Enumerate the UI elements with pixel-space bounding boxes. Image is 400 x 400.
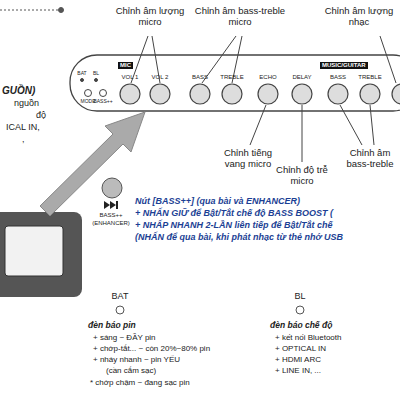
label-text: Chỉnh âm lượng micro <box>109 6 191 28</box>
label-text: BASS++ <box>93 99 112 105</box>
led-dot <box>81 79 84 82</box>
pointer-arrow <box>40 112 145 216</box>
label-text: ECHO <box>259 74 276 81</box>
label-text: BASS++ <box>99 212 122 219</box>
panel-section-tag: MUSIC/GUITAR <box>320 62 368 69</box>
label-text: Chỉnh độ trễ micro <box>273 165 331 187</box>
knob <box>120 84 140 104</box>
section-label: MUSIC/GUITAR <box>322 62 366 68</box>
led-dot <box>95 79 98 82</box>
label-text: GUỒN) <box>2 85 35 97</box>
leader-line <box>302 105 303 162</box>
label-text: + nháy nhanh ~ pin YẾU <box>93 355 180 364</box>
label-text: đèn báo chế độ <box>270 321 332 331</box>
label-text: Chỉnh âm bass-treble micro <box>190 6 290 28</box>
knob <box>190 84 210 104</box>
label-text: BAT <box>77 71 86 77</box>
speaker-body <box>0 212 82 297</box>
control-panel <box>70 55 400 111</box>
label-text: Chỉnh âm bass-treble <box>342 148 398 170</box>
label-text: + chớp-tắt... ~ còn 20%~80% pin <box>93 344 210 353</box>
knobs <box>120 84 400 104</box>
label-text: MODE <box>81 99 96 105</box>
dotted-leader <box>0 8 64 13</box>
label-text: Chỉnh tiếng vang micro <box>217 148 279 170</box>
label-text: đèn báo pin <box>88 321 136 331</box>
label-text: TREBLE <box>358 74 381 81</box>
label-text: DELAY <box>292 74 311 81</box>
label-text: BASS <box>192 74 208 81</box>
label-text: + LINE IN, ... <box>275 366 321 375</box>
label-text: + HDMI ARC <box>275 355 321 364</box>
knob <box>222 84 242 104</box>
bass-enhancer-button <box>102 178 122 198</box>
leader-line <box>250 105 266 145</box>
panel-buttons <box>81 79 107 97</box>
panel-section-tag: MIC <box>118 62 133 69</box>
leader-line <box>370 105 374 145</box>
bass-button <box>100 90 107 97</box>
label-text: (cần cắm sạc) <box>106 366 156 375</box>
mode-button <box>85 90 92 97</box>
knob <box>292 84 312 104</box>
knob <box>328 84 348 104</box>
icon-triangle <box>104 201 110 209</box>
label-text: TREBLE <box>220 74 243 81</box>
label-text: Chỉnh âm lượng nhạc <box>320 6 398 28</box>
dotted-line <box>0 10 58 11</box>
label-text: (NHẤN để qua bài, khi phát nhạc từ thẻ n… <box>135 232 343 242</box>
bat-led <box>116 306 124 314</box>
label-text: + NHẤP NHANH 2-LẦN liên tiếp để Bật/Tắt … <box>135 220 332 230</box>
label-text: nguồn <box>14 98 39 108</box>
label-text: VOL 1 <box>122 74 139 81</box>
label-text: + sáng ~ ĐẦY pin <box>93 333 156 342</box>
knob <box>392 84 400 104</box>
label-text: BAT <box>112 291 129 301</box>
bl-led <box>296 306 304 314</box>
skip-icon <box>104 201 118 209</box>
speaker-window <box>5 226 63 276</box>
leader-dot <box>59 8 64 13</box>
knob <box>150 84 170 104</box>
label-text: * chớp chậm ~ đang sạc pin <box>90 378 190 387</box>
label-text: VOL 2 <box>152 74 169 81</box>
leader-line <box>340 105 362 145</box>
knob <box>258 84 278 104</box>
label-text: BL <box>93 71 99 77</box>
icon-triangle <box>110 201 116 209</box>
label-text: , <box>22 134 25 144</box>
label-text: + kết nối Bluetooth <box>275 333 342 342</box>
label-text: + OPTICAL IN <box>275 344 326 353</box>
knob <box>360 84 380 104</box>
label-text: (ENHANCER) <box>92 220 130 227</box>
label-text: độ <box>36 110 46 120</box>
leader-line <box>380 36 396 83</box>
label-text: ICAL IN, <box>6 122 40 132</box>
label-text: BL <box>294 291 305 301</box>
label-text: BASS <box>330 74 346 81</box>
callout-leaders <box>131 36 396 162</box>
label-text: Nút [BASS++] (qua bài và ENHANCER) <box>135 196 300 206</box>
section-label: MIC <box>120 62 131 68</box>
icon-bar <box>116 201 118 209</box>
label-text: + NHẤN GIỮ để Bật/Tắt chế độ BASS BOOST … <box>135 208 333 218</box>
